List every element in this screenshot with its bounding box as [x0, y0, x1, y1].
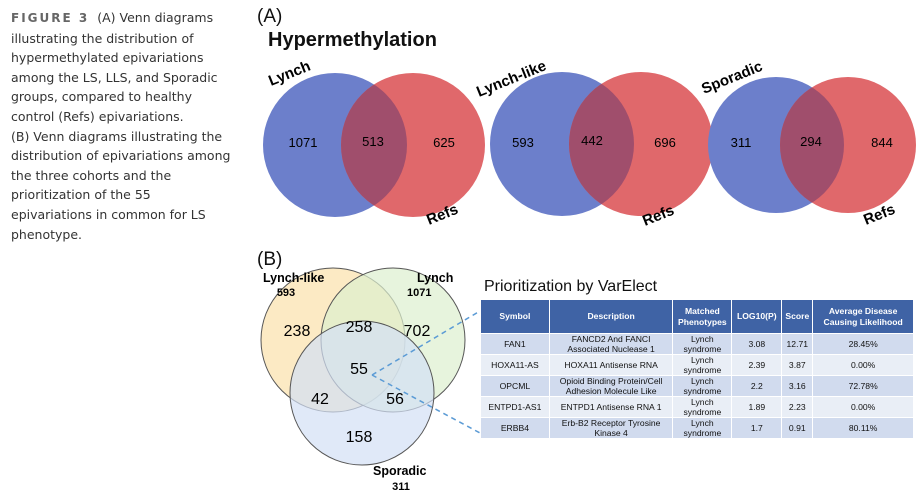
- table-row: ERBB4 Erb-B2 Receptor Tyrosine Kinase 4 …: [480, 417, 914, 439]
- cell-description: Erb-B2 Receptor Tyrosine Kinase 4: [548, 417, 674, 439]
- panel-a-venn-diagrams: Lynch Refs 1071 513 625 Lynch-like Refs …: [263, 57, 916, 230]
- venn-lynch-vs-refs: Lynch Refs 1071 513 625: [263, 58, 485, 229]
- count-overlap: 513: [362, 134, 384, 149]
- table-row: OPCML Opioid Binding Protein/Cell Adhesi…: [480, 375, 914, 397]
- col-header-matched-phenotypes: Matched Phenotypes: [672, 299, 733, 334]
- region-lynch-like-lynch: 258: [346, 319, 373, 336]
- cell-log10p: 1.89: [731, 396, 783, 418]
- cell-phenotype: Lynch syndrome: [672, 396, 733, 418]
- set-label-lynch-like: Lynch-like: [263, 271, 324, 285]
- panel-a-heading: Hypermethylation: [268, 29, 437, 51]
- cell-likelihood: 0.00%: [812, 396, 914, 418]
- cell-likelihood: 72.78%: [812, 375, 914, 397]
- col-header-log10p: LOG10(P): [731, 299, 783, 334]
- region-lynch-like-sporadic: 42: [311, 391, 329, 408]
- connector-line-top: [371, 310, 481, 376]
- panel-b-venn-diagram: Lynch-like 593 Lynch 1071 Sporadic 311 2…: [260, 267, 481, 493]
- region-all-three: 55: [350, 361, 368, 378]
- cell-phenotype: Lynch syndrome: [672, 417, 733, 439]
- set-total-lynch: 1071: [407, 287, 431, 299]
- connector-line-bottom: [371, 374, 481, 434]
- caption-paragraph-a: FIGURE 3(A) Venn diagrams illustrating t…: [11, 8, 233, 127]
- region-sporadic-only: 158: [346, 429, 373, 446]
- cell-description: FANCD2 And FANCI Associated Nuclease 1: [548, 333, 674, 355]
- cell-phenotype: Lynch syndrome: [672, 354, 733, 376]
- venn-sporadic-vs-refs: Sporadic Refs 311 294 844: [699, 58, 916, 229]
- region-lynch-like-only: 238: [284, 323, 311, 340]
- cell-score: 2.23: [781, 396, 814, 418]
- cell-symbol: HOXA11-AS: [480, 354, 550, 376]
- cell-symbol: ENTPD1-AS1: [480, 396, 550, 418]
- count-lynch-only: 1071: [289, 135, 318, 150]
- cell-description: ENTPD1 Antisense RNA 1: [548, 396, 674, 418]
- overlap-region: [569, 72, 634, 216]
- count-refs-only: 696: [654, 135, 676, 150]
- cell-phenotype: Lynch syndrome: [672, 333, 733, 355]
- count-refs-only: 625: [433, 135, 455, 150]
- cell-score: 3.87: [781, 354, 814, 376]
- col-header-likelihood: Average Disease Causing Likelihood: [812, 299, 914, 334]
- cell-symbol: ERBB4: [480, 417, 550, 439]
- sporadic-circle: [289, 320, 435, 466]
- table-header-row: Symbol Description Matched Phenotypes LO…: [480, 299, 914, 334]
- set-label-lynch: Lynch: [417, 271, 453, 285]
- cell-score: 12.71: [781, 333, 814, 355]
- count-overlap: 442: [581, 133, 603, 148]
- venn-lynch-like-vs-refs: Lynch-like Refs 593 442 696: [474, 57, 713, 230]
- overlap-region: [341, 73, 407, 217]
- cell-likelihood: 28.45%: [812, 333, 914, 355]
- table-row: HOXA11-AS HOXA11 Antisense RNA Lynch syn…: [480, 354, 914, 376]
- cell-score: 3.16: [781, 375, 814, 397]
- count-refs-only: 844: [871, 135, 893, 150]
- col-header-symbol: Symbol: [480, 299, 550, 334]
- cell-phenotype: Lynch syndrome: [672, 375, 733, 397]
- three-set-venn: Lynch-like 593 Lynch 1071 Sporadic 311 2…: [260, 267, 466, 493]
- panel-b-label: (B): [257, 249, 283, 270]
- overlap-region: [780, 77, 844, 213]
- figure-label: FIGURE 3: [11, 11, 90, 25]
- count-overlap: 294: [800, 134, 822, 149]
- count-sporadic-only: 311: [731, 135, 752, 150]
- cell-likelihood: 80.11%: [812, 417, 914, 439]
- col-header-score: Score: [781, 299, 814, 334]
- cell-likelihood: 0.00%: [812, 354, 914, 376]
- figure-caption: FIGURE 3(A) Venn diagrams illustrating t…: [11, 8, 233, 244]
- cell-log10p: 2.2: [731, 375, 783, 397]
- region-lynch-sporadic: 56: [386, 391, 404, 408]
- col-header-description: Description: [548, 299, 674, 334]
- cell-description: Opioid Binding Protein/Cell Adhesion Mol…: [548, 375, 674, 397]
- table-row: FAN1 FANCD2 And FANCI Associated Nucleas…: [480, 333, 914, 355]
- cell-log10p: 3.08: [731, 333, 783, 355]
- cell-symbol: FAN1: [480, 333, 550, 355]
- set-label-sporadic: Sporadic: [373, 464, 427, 478]
- cell-score: 0.91: [781, 417, 814, 439]
- cell-symbol: OPCML: [480, 375, 550, 397]
- prioritization-table: Symbol Description Matched Phenotypes LO…: [480, 299, 914, 439]
- panel-a-label: (A): [257, 6, 283, 27]
- cell-log10p: 1.7: [731, 417, 783, 439]
- cell-description: HOXA11 Antisense RNA: [548, 354, 674, 376]
- table-row: ENTPD1-AS1 ENTPD1 Antisense RNA 1 Lynch …: [480, 396, 914, 418]
- cell-log10p: 2.39: [731, 354, 783, 376]
- region-lynch-only: 702: [404, 323, 431, 340]
- set-total-lynch-like: 593: [277, 287, 295, 299]
- caption-text-b: (B) Venn diagrams illustrating the distr…: [11, 128, 231, 242]
- prioritization-title: Prioritization by VarElect: [484, 278, 658, 295]
- count-lynch-like-only: 593: [512, 135, 534, 150]
- caption-text-a: (A) Venn diagrams illustrating the distr…: [11, 10, 218, 124]
- set-total-sporadic: 311: [392, 481, 410, 493]
